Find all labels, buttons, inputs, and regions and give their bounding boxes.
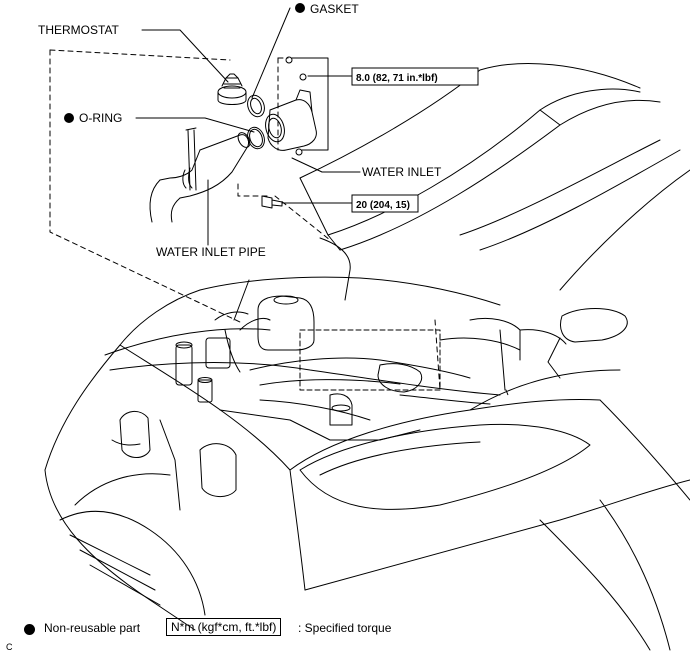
car-body: [44, 289, 690, 651]
torque-units-box: N*m (kgf*cm, ft.*lbf): [166, 618, 282, 636]
thermostat-part: [217, 73, 247, 105]
figure-code: C: [6, 642, 13, 652]
bolt-torque-value: 20 (204, 15): [356, 200, 410, 211]
non-reusable-bullet: [24, 624, 35, 635]
hood: [299, 63, 690, 291]
water-inlet-part: [265, 56, 317, 156]
gasket-label: GASKET: [310, 2, 359, 16]
engine-compartment: [104, 237, 567, 511]
projection-lines: [49, 49, 509, 396]
gasket-part: [247, 94, 265, 118]
water-inlet-label: WATER INLET: [362, 165, 442, 179]
water-inlet-pipe-part: [149, 127, 251, 223]
water-inlet-pipe-label: WATER INLET PIPE: [156, 245, 266, 259]
bolt-part: [261, 195, 283, 209]
thermostat-label: THERMOSTAT: [38, 23, 120, 37]
leader-lines: [135, 7, 361, 321]
o-ring-label: O-RING: [79, 111, 122, 125]
specified-torque-label: : Specified torque: [298, 621, 392, 635]
side-mirror: [547, 308, 628, 379]
o-ring-bullet: [64, 113, 74, 123]
non-reusable-label: Non-reusable part: [44, 621, 141, 635]
bolt-torque-box: [351, 194, 419, 213]
nut-torque-box: [351, 67, 479, 86]
legend: Non-reusable part N*m (kgf*cm, ft.*lbf) …: [0, 618, 690, 648]
nut-torque-value: 8.0 (82, 71 in.*lbf): [356, 73, 438, 84]
gasket-bullet: [295, 3, 305, 13]
